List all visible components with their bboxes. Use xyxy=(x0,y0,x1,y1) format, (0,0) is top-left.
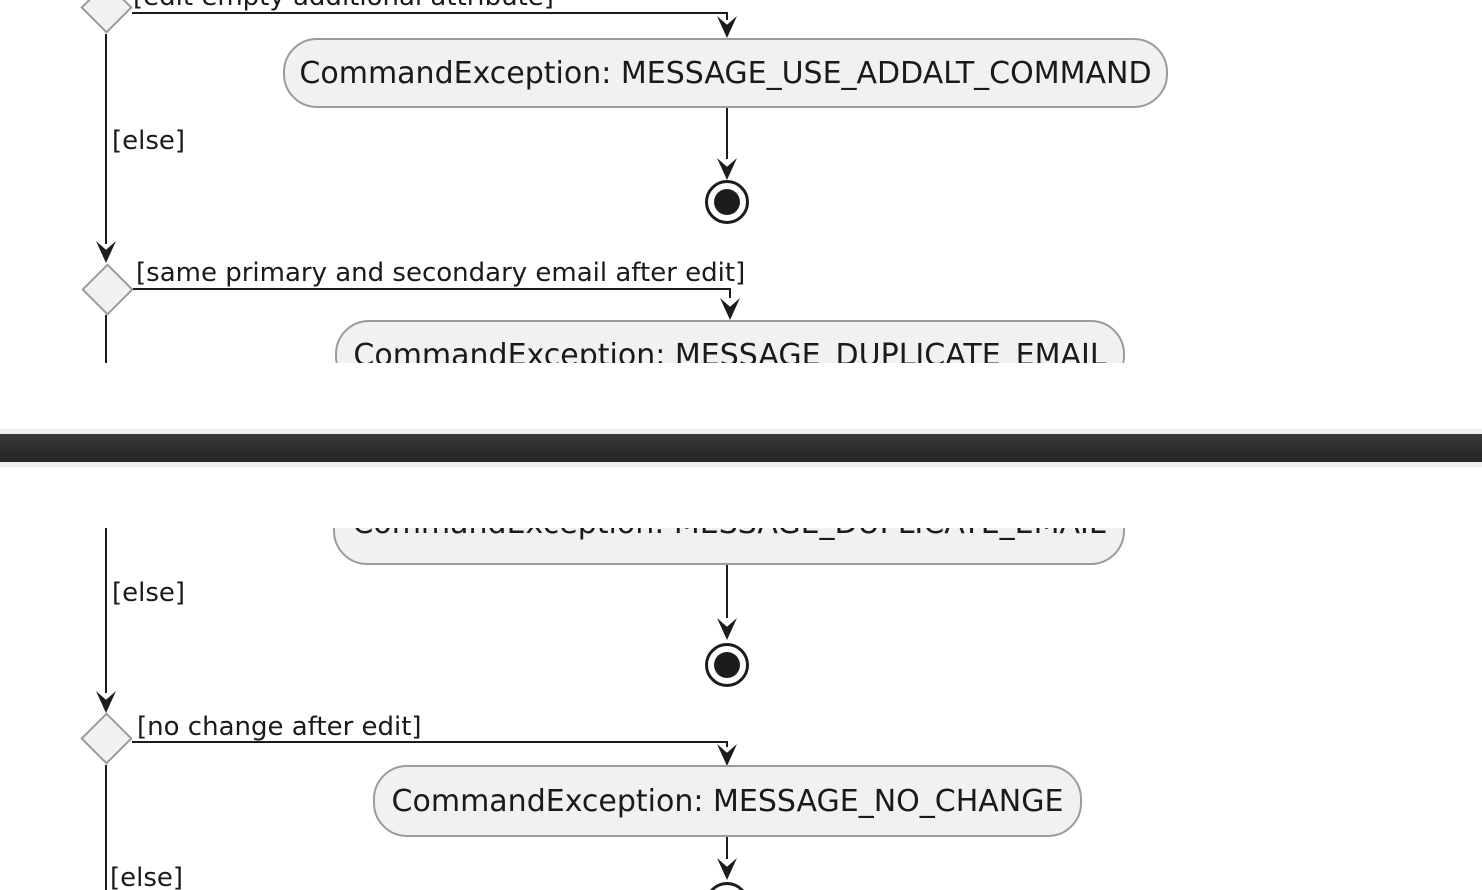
activity-node-use-addalt: CommandException: MESSAGE_USE_ADDALT_COM… xyxy=(283,38,1168,108)
edge-line xyxy=(105,34,107,244)
final-node-dot xyxy=(714,652,740,678)
edge-line xyxy=(726,108,728,159)
activity-node-label: CommandException: MESSAGE_DUPLICATE_EMAI… xyxy=(353,337,1107,364)
edge-label-else-1: [else] xyxy=(112,126,186,156)
final-node-1 xyxy=(705,180,749,224)
edge-line xyxy=(133,288,730,290)
divider-edge xyxy=(0,462,1482,467)
edge-line xyxy=(726,741,728,747)
edge-label-else-3: [else] xyxy=(110,863,184,890)
activity-node-label: CommandException: MESSAGE_DUPLICATE_EMAI… xyxy=(335,528,1123,541)
activity-node-duplicate-email: CommandException: MESSAGE_DUPLICATE_EMAI… xyxy=(335,320,1125,363)
decision-diamond-3 xyxy=(80,712,133,765)
edge-line xyxy=(105,315,107,363)
activity-node-label: CommandException: MESSAGE_USE_ADDALT_COM… xyxy=(299,55,1152,91)
divider-edge xyxy=(0,429,1482,434)
activity-node-no-change: CommandException: MESSAGE_NO_CHANGE xyxy=(373,765,1082,837)
edge-line xyxy=(132,12,728,14)
activity-node-label: CommandException: MESSAGE_NO_CHANGE xyxy=(391,783,1064,819)
edge-line xyxy=(105,528,107,693)
arrowhead-icon xyxy=(96,241,116,263)
decision-diamond-1 xyxy=(80,0,133,34)
final-node-dot xyxy=(714,189,740,215)
final-node-2 xyxy=(705,643,749,687)
edge-line xyxy=(726,565,728,618)
edge-line xyxy=(726,12,728,20)
edge-line xyxy=(132,741,726,743)
edge-line xyxy=(726,837,728,859)
diagram-section-top: [edit empty additional attribute] Comman… xyxy=(0,0,1482,363)
arrowhead-icon xyxy=(720,298,740,320)
edge-label-same-primary-secondary-email: [same primary and secondary email after … xyxy=(136,258,746,288)
section-divider xyxy=(0,429,1482,467)
final-node-3 xyxy=(705,882,749,890)
decision-diamond-2 xyxy=(81,263,134,316)
edge-line xyxy=(105,765,107,890)
edge-label-no-change-after-edit: [no change after edit] xyxy=(137,712,422,742)
section-divider-bar xyxy=(0,434,1482,462)
arrowhead-icon xyxy=(717,858,737,880)
arrowhead-icon xyxy=(717,158,737,180)
activity-node-duplicate-email-clipped: CommandException: MESSAGE_DUPLICATE_EMAI… xyxy=(333,528,1125,565)
arrowhead-icon xyxy=(717,618,737,640)
edge-label-else-2: [else] xyxy=(112,578,186,608)
edge-label-edit-empty-additional-attribute: [edit empty additional attribute] xyxy=(133,0,554,12)
arrowhead-icon xyxy=(96,691,116,713)
diagram-section-bottom: CommandException: MESSAGE_DUPLICATE_EMAI… xyxy=(0,467,1482,890)
arrowhead-icon xyxy=(717,744,737,766)
edge-line xyxy=(729,288,731,298)
